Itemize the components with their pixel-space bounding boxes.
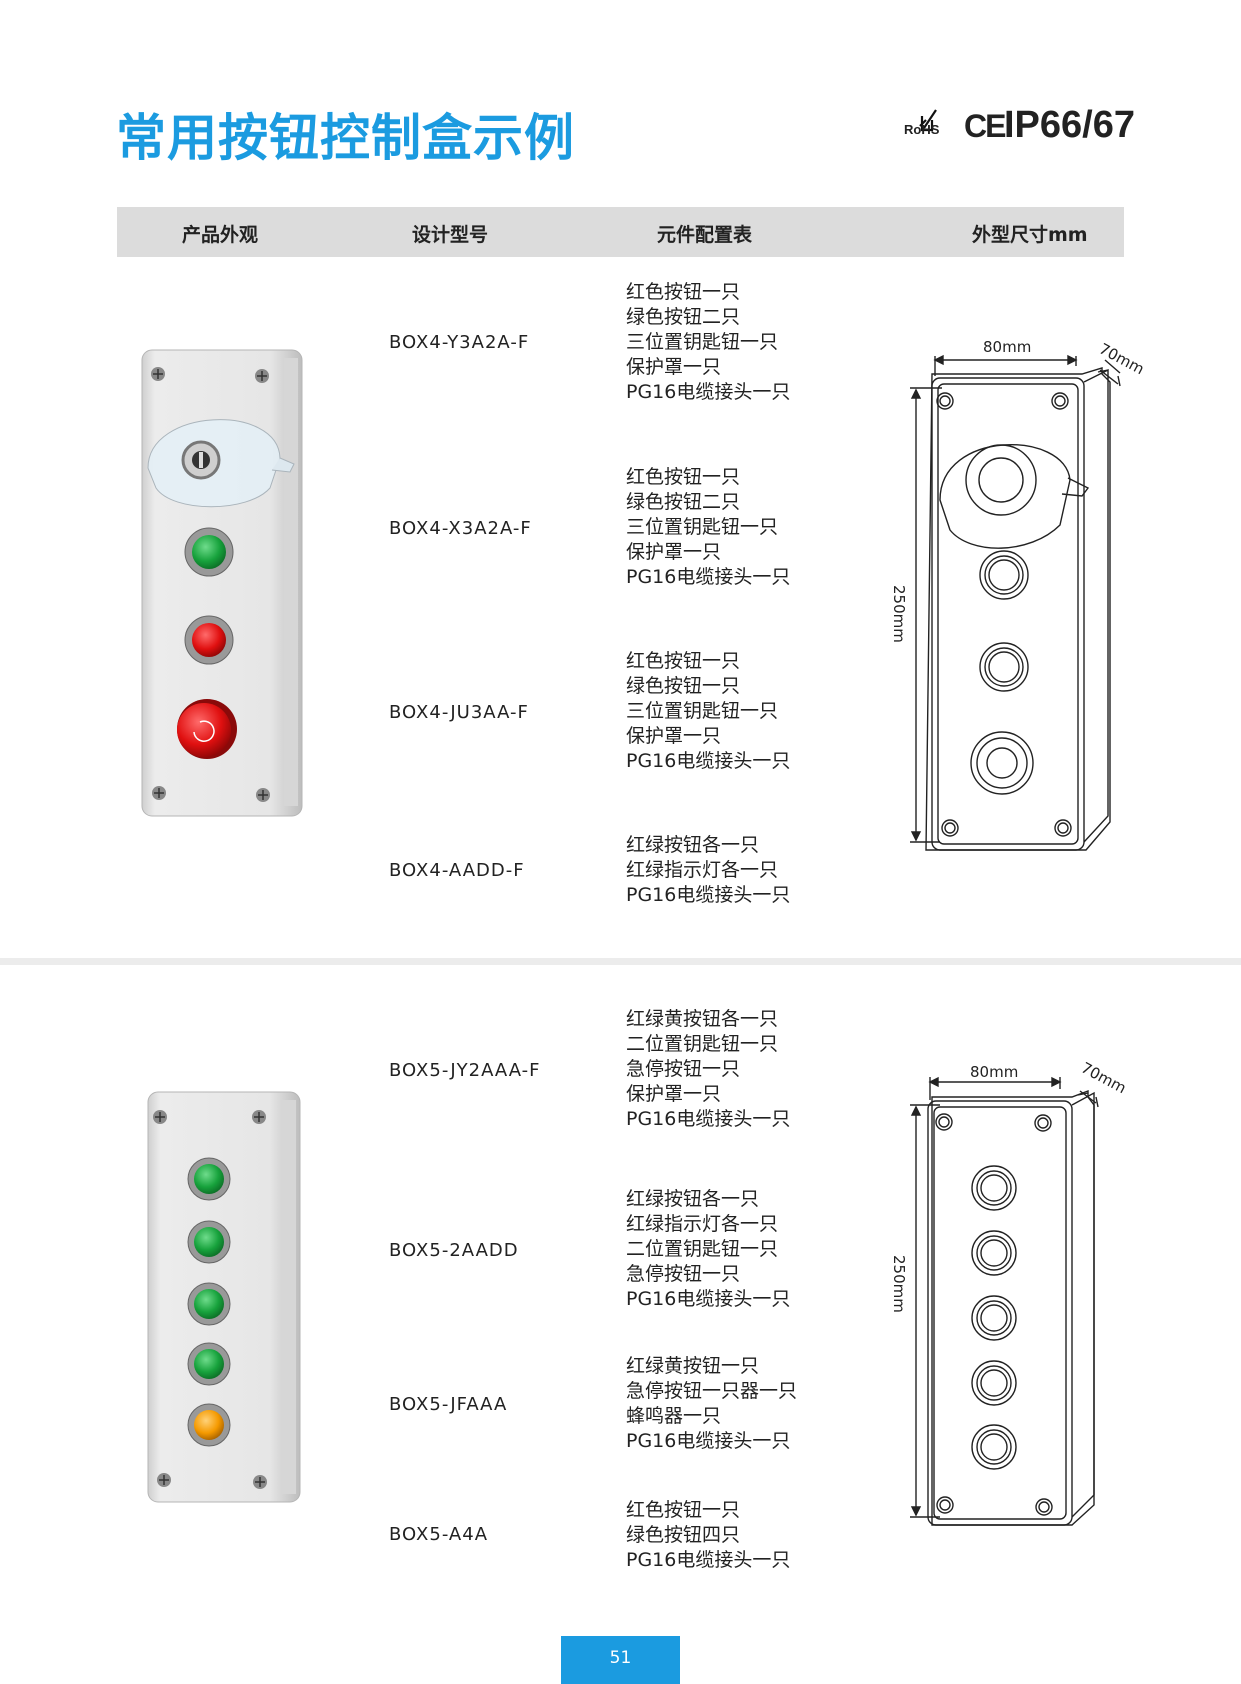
component-item: 红绿黄按钮各一只	[626, 1008, 779, 1030]
component-item: 三位置钥匙钮一只	[626, 516, 779, 538]
model-number: BOX5-A4A	[389, 1524, 489, 1545]
green-button-icon	[187, 1342, 231, 1386]
ip-rating: IP66/67	[1004, 104, 1135, 146]
component-item: 急停按钮一只	[626, 1263, 741, 1285]
component-item: 保护罩一只	[626, 541, 722, 563]
model-number: BOX4-JU3AA-F	[389, 702, 529, 723]
component-item: 急停按钮一只器一只	[626, 1380, 798, 1402]
amber-button-icon	[187, 1403, 231, 1447]
component-item: 保护罩一只	[626, 1083, 722, 1105]
ce-mark: CE	[964, 108, 1006, 144]
component-list: 红色按钮一只 绿色按钮二只 三位置钥匙钮一只 保护罩一只 PG16电缆接头一只	[626, 280, 790, 405]
model-number: BOX5-2AADD	[389, 1240, 519, 1261]
table-header: 产品外观 设计型号 元件配置表 外型尺寸mm	[117, 207, 1124, 257]
component-item: 绿色按钮一只	[626, 675, 741, 697]
green-button-icon	[187, 1157, 231, 1201]
header-appearance: 产品外观	[182, 224, 259, 246]
component-item: PG16电缆接头一只	[626, 1430, 791, 1452]
page-title: 常用按钮控制盒示例	[116, 109, 575, 167]
component-item: 二位置钥匙钮一只	[626, 1033, 779, 1055]
header-config: 元件配置表	[657, 224, 753, 246]
component-item: 红色按钮一只	[626, 281, 741, 303]
component-list: 红色按钮一只 绿色按钮四只 PG16电缆接头一只	[626, 1498, 790, 1573]
component-item: 保护罩一只	[626, 725, 722, 747]
component-item: 红绿指示灯各一只	[626, 859, 779, 881]
component-item: 蜂鸣器一只	[626, 1405, 722, 1427]
component-list: 红色按钮一只 绿色按钮二只 三位置钥匙钮一只 保护罩一只 PG16电缆接头一只	[626, 465, 790, 590]
component-item: 红色按钮一只	[626, 466, 741, 488]
component-item: 三位置钥匙钮一只	[626, 331, 779, 353]
screw-icon	[252, 1110, 266, 1124]
rohs-mark: RoHS	[904, 122, 940, 137]
component-item: 三位置钥匙钮一只	[626, 700, 779, 722]
component-item: PG16电缆接头一只	[626, 381, 791, 403]
width-dimension: 80mm	[983, 338, 1031, 356]
component-item: 二位置钥匙钮一只	[626, 1238, 779, 1260]
component-item: PG16电缆接头一只	[626, 1549, 791, 1571]
width-dimension: 80mm	[970, 1063, 1018, 1081]
screw-icon	[151, 367, 165, 381]
component-item: 红绿按钮各一只	[626, 1188, 760, 1210]
header-dimensions: 外型尺寸mm	[972, 224, 1088, 246]
red-button-icon	[184, 615, 234, 665]
component-item: PG16电缆接头一只	[626, 750, 791, 772]
green-button-icon	[184, 527, 234, 577]
component-item: 红绿指示灯各一只	[626, 1213, 779, 1235]
green-button-icon	[187, 1220, 231, 1264]
component-list: 红色按钮一只 绿色按钮一只 三位置钥匙钮一只 保护罩一只 PG16电缆接头一只	[626, 649, 790, 774]
component-item: 保护罩一只	[626, 356, 722, 378]
component-item: 红绿黄按钮一只	[626, 1355, 760, 1377]
component-item: PG16电缆接头一只	[626, 884, 791, 906]
model-number: BOX4-Y3A2A-F	[389, 332, 530, 353]
header-model: 设计型号	[412, 224, 489, 246]
screw-icon	[256, 788, 270, 802]
component-item: PG16电缆接头一只	[626, 1108, 791, 1130]
key-switch-icon	[181, 440, 221, 480]
component-item: 绿色按钮二只	[626, 306, 741, 328]
component-list: 红绿按钮各一只 红绿指示灯各一只 PG16电缆接头一只	[626, 833, 790, 908]
screw-icon	[152, 786, 166, 800]
dimension-drawing-box4: 80mm 70mm 250mm	[890, 338, 1147, 851]
model-number: BOX5-JFAAA	[389, 1394, 508, 1415]
height-dimension: 250mm	[890, 1255, 908, 1313]
model-number: BOX4-AADD-F	[389, 860, 525, 881]
product-photo-box4	[141, 349, 303, 817]
emergency-stop-icon	[177, 699, 237, 759]
screw-icon	[255, 369, 269, 383]
rohs-check-icon	[919, 109, 937, 132]
component-item: 绿色按钮二只	[626, 491, 741, 513]
height-dimension: 250mm	[890, 585, 908, 643]
screw-icon	[153, 1110, 167, 1124]
component-item: PG16电缆接头一只	[626, 566, 791, 588]
green-button-icon	[187, 1282, 231, 1326]
model-number: BOX4-X3A2A-F	[389, 518, 532, 539]
component-item: 红色按钮一只	[626, 650, 741, 672]
component-list: 红绿黄按钮各一只 二位置钥匙钮一只 急停按钮一只 保护罩一只 PG16电缆接头一…	[626, 1007, 790, 1132]
component-list: 红绿按钮各一只 红绿指示灯各一只 二位置钥匙钮一只 急停按钮一只 PG16电缆接…	[626, 1187, 790, 1312]
component-item: 红色按钮一只	[626, 1499, 741, 1521]
component-list: 红绿黄按钮一只 急停按钮一只器一只 蜂鸣器一只 PG16电缆接头一只	[626, 1354, 797, 1454]
component-item: 绿色按钮四只	[626, 1524, 741, 1546]
model-number: BOX5-JY2AAA-F	[389, 1060, 541, 1081]
component-item: 急停按钮一只	[626, 1058, 741, 1080]
screw-icon	[253, 1475, 267, 1489]
dimension-drawing-box5: 80mm 70mm 250mm	[890, 1059, 1129, 1526]
certification-marks: RoHS CE IP66/67	[902, 98, 1135, 150]
component-item: 红绿按钮各一只	[626, 834, 760, 856]
product-photo-box5	[147, 1091, 301, 1503]
screw-icon	[157, 1473, 171, 1487]
page-number: 51	[561, 1636, 680, 1684]
component-item: PG16电缆接头一只	[626, 1288, 791, 1310]
section-divider	[0, 958, 1241, 965]
